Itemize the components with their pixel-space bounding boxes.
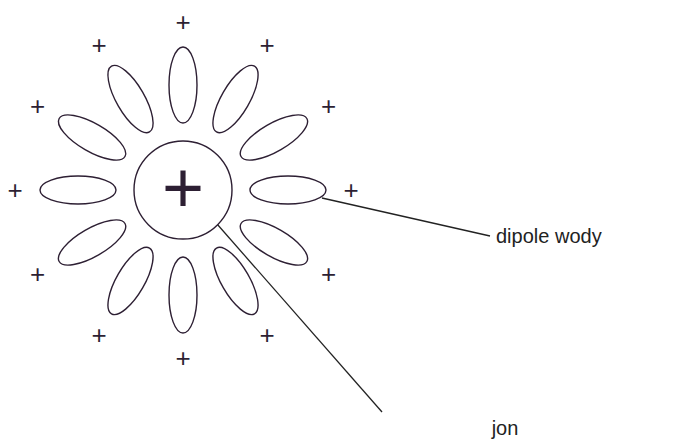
water-dipole [234, 106, 314, 168]
charge-sign: + [91, 32, 106, 58]
leader-line [210, 216, 382, 412]
ion-label: jon [492, 418, 519, 438]
charge-sign: + [30, 93, 45, 119]
charge-sign: + [259, 322, 274, 348]
water-dipole [250, 176, 326, 204]
leader-line [322, 198, 490, 236]
water-dipole [99, 59, 161, 139]
water-dipole [169, 47, 197, 123]
charge-sign: + [7, 177, 22, 203]
water-dipole [234, 211, 314, 273]
dipole-label: dipole wody [496, 226, 602, 246]
charge-sign: + [259, 32, 274, 58]
water-dipole [169, 257, 197, 333]
charge-sign: + [175, 9, 190, 35]
water-dipole [52, 106, 132, 168]
water-dipole [204, 241, 266, 321]
charge-sign: + [321, 261, 336, 287]
ion-charge: + [162, 151, 204, 223]
charge-sign: + [175, 345, 190, 371]
charge-sign: + [343, 177, 358, 203]
water-dipole [204, 59, 266, 139]
water-dipole [99, 241, 161, 321]
ion-circle: + [133, 140, 233, 240]
charge-sign: + [321, 93, 336, 119]
charge-sign: + [91, 322, 106, 348]
water-dipole [52, 211, 132, 273]
water-dipole [40, 176, 116, 204]
charge-sign: + [30, 261, 45, 287]
